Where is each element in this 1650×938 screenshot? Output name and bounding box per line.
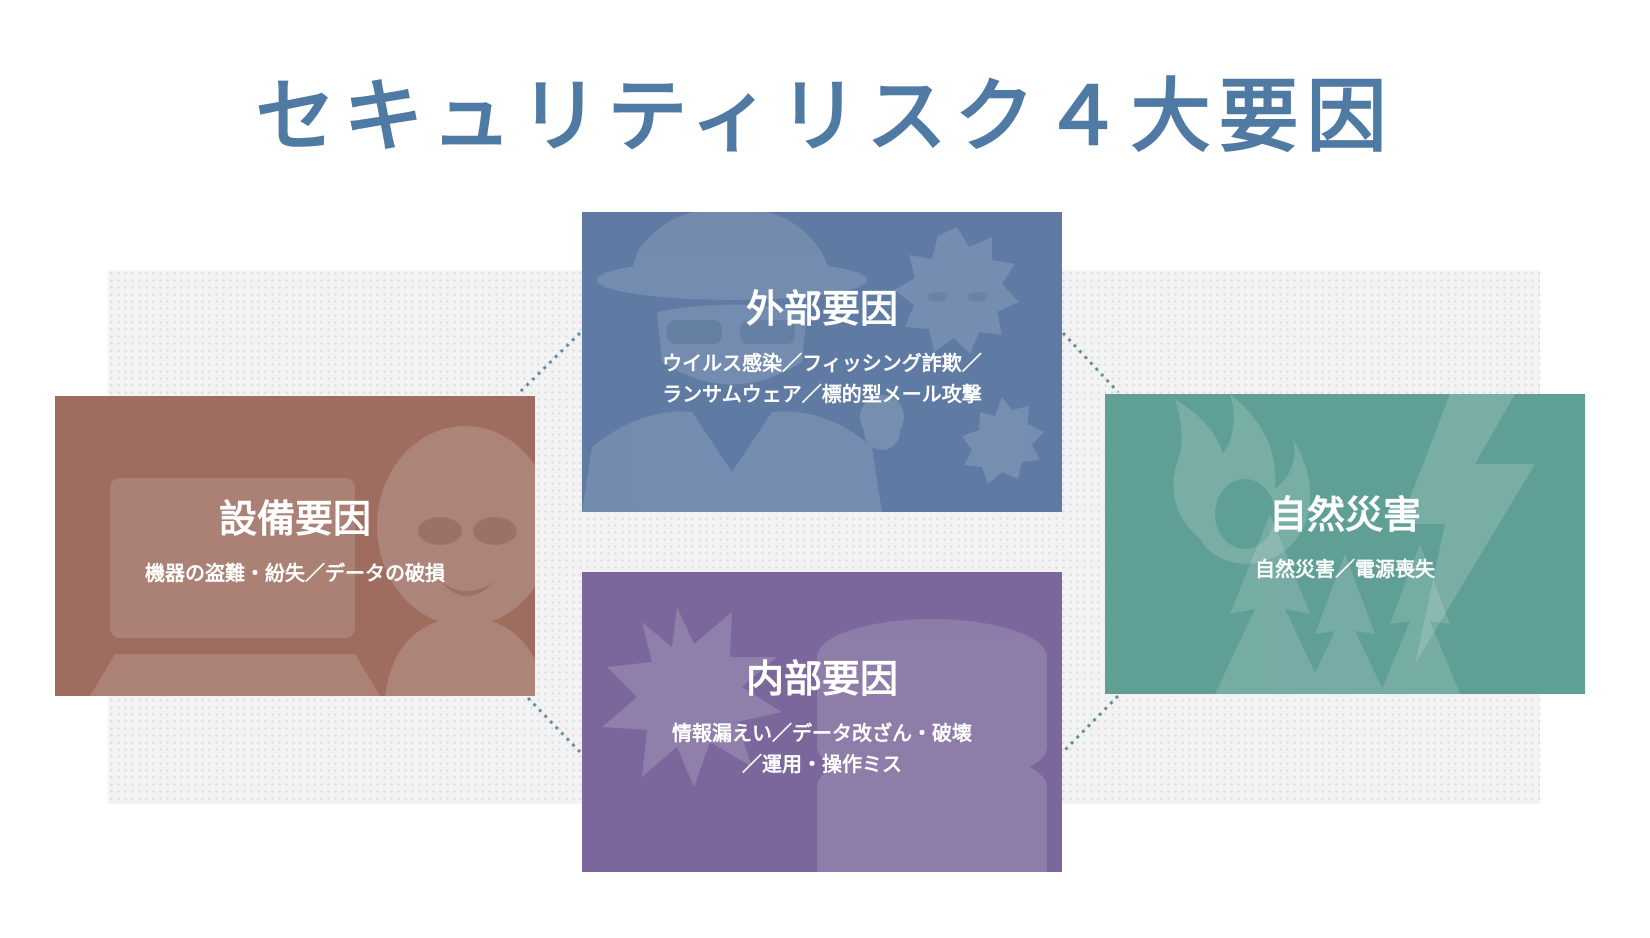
card-description: 情報漏えい／データ改ざん・破壊 ／運用・操作ミス xyxy=(582,718,1062,780)
page-title: セキュリティリスク４大要因 xyxy=(255,70,1395,163)
card-description-line-1: ウイルス感染／フィッシング詐欺／ xyxy=(662,351,982,375)
card-heading: 外部要因 xyxy=(745,287,898,331)
card-heading: 内部要因 xyxy=(745,657,898,701)
spy-glasses-icon xyxy=(667,320,795,344)
connector-top-right xyxy=(1061,331,1120,394)
tree-icon xyxy=(1215,514,1460,694)
internal-factors-card: 内部要因 情報漏えい／データ改ざん・破壊 ／運用・操作ミス xyxy=(582,572,1062,872)
connector-top-left xyxy=(516,331,582,396)
card-description-line-2: ランサムウェア／標的型メール攻撃 xyxy=(662,382,982,406)
card-description-line-1: 機器の盗難・紛失／データの破損 xyxy=(145,561,445,585)
card-description-line-2: ／運用・操作ミス xyxy=(742,752,902,776)
card-heading: 設備要因 xyxy=(218,497,371,541)
card-heading: 自然災害 xyxy=(1268,493,1421,537)
natural-disaster-card: 自然災害 自然災害／電源喪失 xyxy=(1105,394,1585,694)
database-icon xyxy=(817,619,1047,872)
connector-bottom-left xyxy=(526,696,582,754)
connector-bottom-right xyxy=(1061,694,1120,754)
card-description-line-1: 自然災害／電源喪失 xyxy=(1255,557,1435,581)
lightning-icon xyxy=(1400,394,1535,664)
card-description-line-1: 情報漏えい／データ改ざん・破壊 xyxy=(672,721,972,745)
card-description: ウイルス感染／フィッシング詐欺／ ランサムウェア／標的型メール攻撃 xyxy=(582,348,1062,410)
card-description: 機器の盗難・紛失／データの破損 xyxy=(55,558,535,589)
fire-icon xyxy=(1173,394,1311,564)
equipment-factors-card: 設備要因 機器の盗難・紛失／データの破損 xyxy=(55,396,535,696)
external-factors-card: 外部要因 ウイルス感染／フィッシング詐欺／ ランサムウェア／標的型メール攻撃 xyxy=(582,212,1062,512)
thief-icon xyxy=(377,426,535,696)
burst-icon xyxy=(602,607,782,787)
computer-icon xyxy=(90,478,380,696)
card-description: 自然災害／電源喪失 xyxy=(1105,554,1585,585)
virus-icon xyxy=(860,227,1044,484)
spy-icon xyxy=(582,212,882,512)
